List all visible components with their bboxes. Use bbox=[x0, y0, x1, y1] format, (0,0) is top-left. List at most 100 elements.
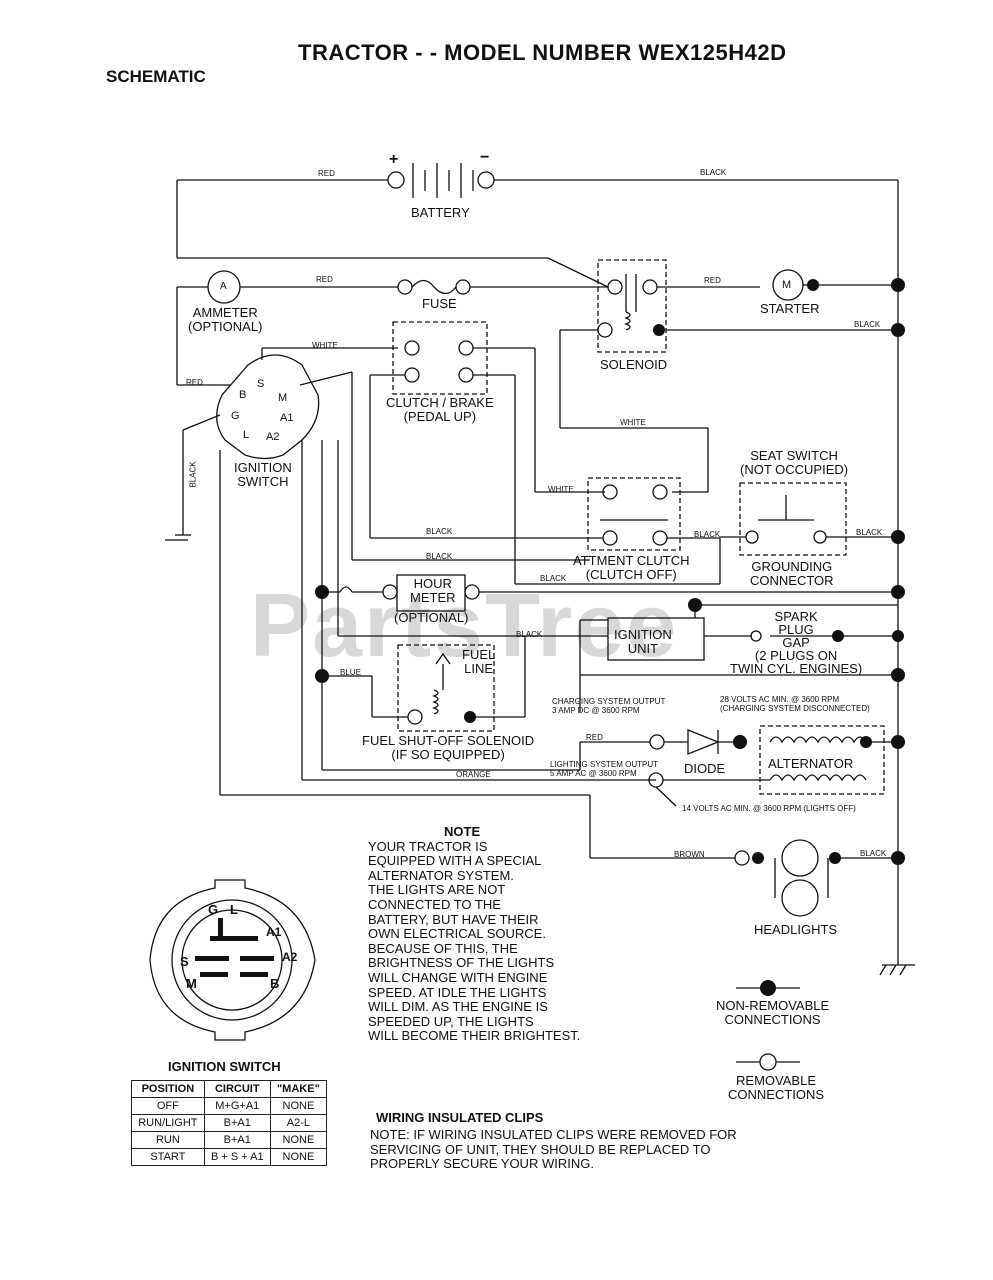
note-line: BATTERY, BUT HAVE THEIR bbox=[368, 911, 539, 927]
ammeter-label: AMMETER(OPTIONAL) bbox=[188, 305, 263, 334]
table-cell: NONE bbox=[269, 1097, 328, 1115]
table-cell: OFF bbox=[131, 1097, 205, 1115]
note-line: YOUR TRACTOR IS bbox=[368, 838, 488, 854]
ammeter-symbol: A bbox=[220, 281, 227, 292]
note-line: ALTERNATOR SYSTEM. bbox=[368, 867, 514, 883]
wire-red-charging: RED bbox=[586, 733, 603, 742]
terminal-g: G bbox=[231, 410, 240, 422]
terminal-a2: A2 bbox=[266, 431, 280, 443]
table-row: START B + S + A1 NONE bbox=[131, 1148, 328, 1166]
wire-black-clutch: BLACK bbox=[426, 527, 453, 536]
wire-black-ignition-unit: BLACK bbox=[516, 630, 543, 639]
wire-black-solenoid: BLACK bbox=[854, 320, 881, 329]
note-line: SPEED. AT IDLE THE LIGHTS bbox=[368, 984, 547, 1000]
table-header-row: POSITION CIRCUIT "MAKE" bbox=[131, 1080, 328, 1098]
wire-orange: ORANGE bbox=[456, 770, 491, 779]
fuel-solenoid-label: FUEL SHUT-OFF SOLENOID(IF SO EQUIPPED) bbox=[362, 733, 535, 762]
table-cell: B + S + A1 bbox=[203, 1148, 271, 1166]
clips-note-line: NOTE: IF WIRING INSULATED CLIPS WERE REM… bbox=[370, 1127, 737, 1142]
attment-clutch-label: ATTMENT CLUTCH(CLUTCH OFF) bbox=[573, 553, 690, 582]
table-cell: RUN bbox=[131, 1131, 205, 1149]
note-line: BRIGHTNESS OF THE LIGHTS bbox=[368, 955, 555, 971]
table-cell: NONE bbox=[269, 1148, 328, 1166]
note-line: WILL BECOME THEIR BRIGHTEST. bbox=[368, 1028, 581, 1044]
panel-label-m: M bbox=[186, 976, 197, 991]
note-line: THE LIGHTS ARE NOT bbox=[368, 882, 506, 898]
wire-white-attment: WHITE bbox=[548, 485, 574, 494]
wire-blue: BLUE bbox=[340, 668, 361, 677]
note-line: CONNECTED TO THE bbox=[368, 896, 501, 912]
fuse-label: FUSE bbox=[422, 296, 457, 311]
panel-label-a1: A1 bbox=[266, 925, 282, 939]
table-cell: B+A1 bbox=[203, 1114, 271, 1132]
table-row: RUN B+A1 NONE bbox=[131, 1131, 328, 1149]
alternator-label: ALTERNATOR bbox=[768, 756, 854, 771]
panel-label-s: S bbox=[180, 954, 189, 969]
clips-note-line: PROPERLY SECURE YOUR WIRING. bbox=[370, 1156, 594, 1172]
ignition-switch-caption: IGNITION SWITCH bbox=[168, 1059, 281, 1074]
note-line: SPEEDED UP, THE LIGHTS bbox=[368, 1013, 534, 1029]
note-line: OWN ELECTRICAL SOURCE. bbox=[368, 926, 546, 942]
clips-note-line: SERVICING OF UNIT, THEY SHOULD BE REPLAC… bbox=[370, 1141, 711, 1157]
wire-red-fuse: RED bbox=[316, 275, 333, 284]
seat-switch-label: SEAT SWITCH(NOT OCCUPIED) bbox=[740, 448, 849, 477]
panel-label-g: G bbox=[208, 902, 219, 917]
note-heading: NOTE bbox=[444, 824, 481, 839]
wire-white-clutch: WHITE bbox=[312, 341, 338, 350]
table-header-cell: POSITION bbox=[131, 1080, 205, 1098]
wire-white-solenoid: WHITE bbox=[620, 418, 646, 427]
table-row: RUN/LIGHT B+A1 A2-L bbox=[131, 1114, 328, 1132]
terminal-m: M bbox=[278, 392, 288, 404]
wire-black-ground: BLACK bbox=[188, 461, 198, 488]
panel-label-a2: A2 bbox=[282, 950, 298, 964]
page-title: TRACTOR - - MODEL NUMBER WEX125H42D bbox=[298, 40, 787, 65]
wire-red-starter: RED bbox=[704, 276, 721, 285]
terminal-a1: A1 bbox=[280, 412, 294, 424]
battery-label: BATTERY bbox=[411, 205, 470, 220]
starter-symbol: M bbox=[782, 279, 792, 291]
solenoid-label: SOLENOID bbox=[600, 357, 668, 372]
wire-black-clutch2: BLACK bbox=[426, 552, 453, 561]
clutch-brake-label: CLUTCH / BRAKE(PEDAL UP) bbox=[386, 395, 494, 424]
headlights-label: HEADLIGHTS bbox=[754, 922, 838, 937]
table-header-cell: CIRCUIT bbox=[203, 1080, 271, 1098]
table-cell: B+A1 bbox=[203, 1131, 271, 1149]
panel-label-l: L bbox=[230, 902, 238, 917]
terminal-b: B bbox=[239, 389, 247, 401]
lights-ac-label: 14 VOLTS AC MIN. @ 3600 RPM (LIGHTS OFF) bbox=[682, 804, 856, 813]
terminal-l: L bbox=[243, 429, 250, 441]
note-line: WILL CHANGE WITH ENGINE bbox=[368, 969, 548, 985]
note-line: BECAUSE OF THIS, THE bbox=[368, 940, 518, 956]
page-subtitle: SCHEMATIC bbox=[106, 67, 206, 86]
table-cell: A2-L bbox=[269, 1114, 328, 1132]
starter-label: STARTER bbox=[760, 301, 820, 316]
wire-red-ignition: RED bbox=[186, 378, 203, 387]
hour-meter-optional-label: (OPTIONAL) bbox=[394, 610, 469, 625]
wire-black-headlights: BLACK bbox=[860, 849, 887, 858]
note-line: WILL DIM. AS THE ENGINE IS bbox=[368, 999, 548, 1015]
note-block: NOTE YOUR TRACTOR IS EQUIPPED WITH A SPE… bbox=[368, 824, 581, 1044]
table-row: OFF M+G+A1 NONE bbox=[131, 1097, 328, 1115]
ignition-position-table: POSITION CIRCUIT "MAKE" OFF M+G+A1 NONE … bbox=[131, 1080, 328, 1166]
panel-label-b: B bbox=[270, 976, 280, 991]
ac-rating-label: 28 VOLTS AC MIN. @ 3600 RPM(CHARGING SYS… bbox=[720, 695, 870, 713]
clips-heading: WIRING INSULATED CLIPS bbox=[376, 1110, 544, 1125]
terminal-s: S bbox=[257, 378, 265, 390]
battery-minus-label: − bbox=[480, 149, 490, 166]
note-line: EQUIPPED WITH A SPECIAL bbox=[368, 853, 542, 869]
table-cell: RUN/LIGHT bbox=[131, 1114, 205, 1132]
wire-brown: BROWN bbox=[674, 850, 705, 859]
table-cell: START bbox=[131, 1148, 205, 1166]
wire-black-battery: BLACK bbox=[700, 168, 727, 177]
table-header-cell: "MAKE" bbox=[269, 1080, 328, 1098]
